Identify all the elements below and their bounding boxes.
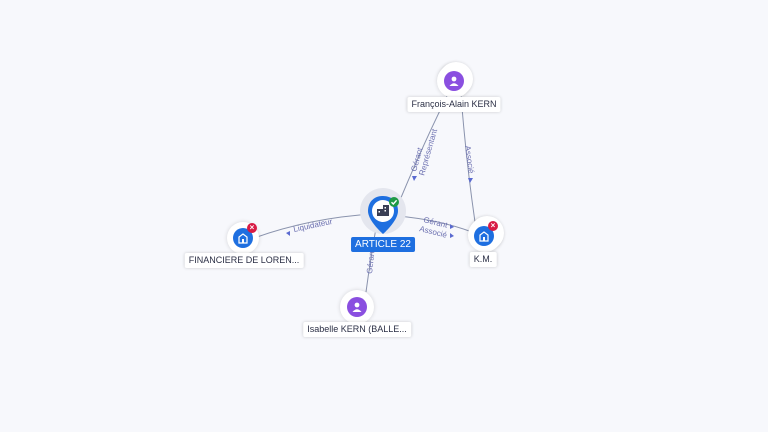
close-icon: × [249, 223, 255, 232]
arrow-article-km-2 [450, 233, 454, 238]
edge-label-associe-1: Associé [463, 145, 476, 175]
node-label-financiere[interactable]: FINANCIERE DE LOREN... [184, 253, 304, 268]
arrow-francois-article [412, 176, 417, 181]
arrow-article-km-1 [450, 224, 454, 229]
edge-article-km [397, 215, 473, 233]
closed-badge-financiere: × [247, 223, 257, 233]
building-icon [377, 205, 389, 216]
edge-label-liquidateur: Liquidateur [293, 217, 334, 234]
person-icon [352, 302, 362, 312]
node-label-francois[interactable]: François-Alain KERN [407, 97, 501, 112]
edge-isabelle-article [365, 227, 377, 293]
arrow-financiere-article [286, 231, 290, 236]
closed-badge-km: × [488, 221, 498, 231]
node-isabelle[interactable] [347, 297, 367, 317]
node-francois[interactable] [444, 71, 464, 91]
building-icon [479, 231, 489, 242]
check-icon [391, 199, 398, 206]
person-icon [449, 76, 459, 86]
node-label-article22[interactable]: ARTICLE 22 [351, 237, 415, 252]
edge-financiere-article [253, 213, 373, 239]
node-km[interactable] [474, 226, 494, 246]
close-icon: × [490, 221, 496, 230]
node-label-km[interactable]: K.M. [469, 252, 497, 267]
node-label-isabelle[interactable]: Isabelle KERN (BALLE... [303, 322, 411, 337]
edge-label-gerant-3: Gérant [365, 248, 377, 274]
arrow-francois-km [468, 178, 473, 183]
node-financiere[interactable] [233, 228, 253, 248]
building-icon [238, 233, 248, 244]
active-badge [389, 197, 399, 207]
